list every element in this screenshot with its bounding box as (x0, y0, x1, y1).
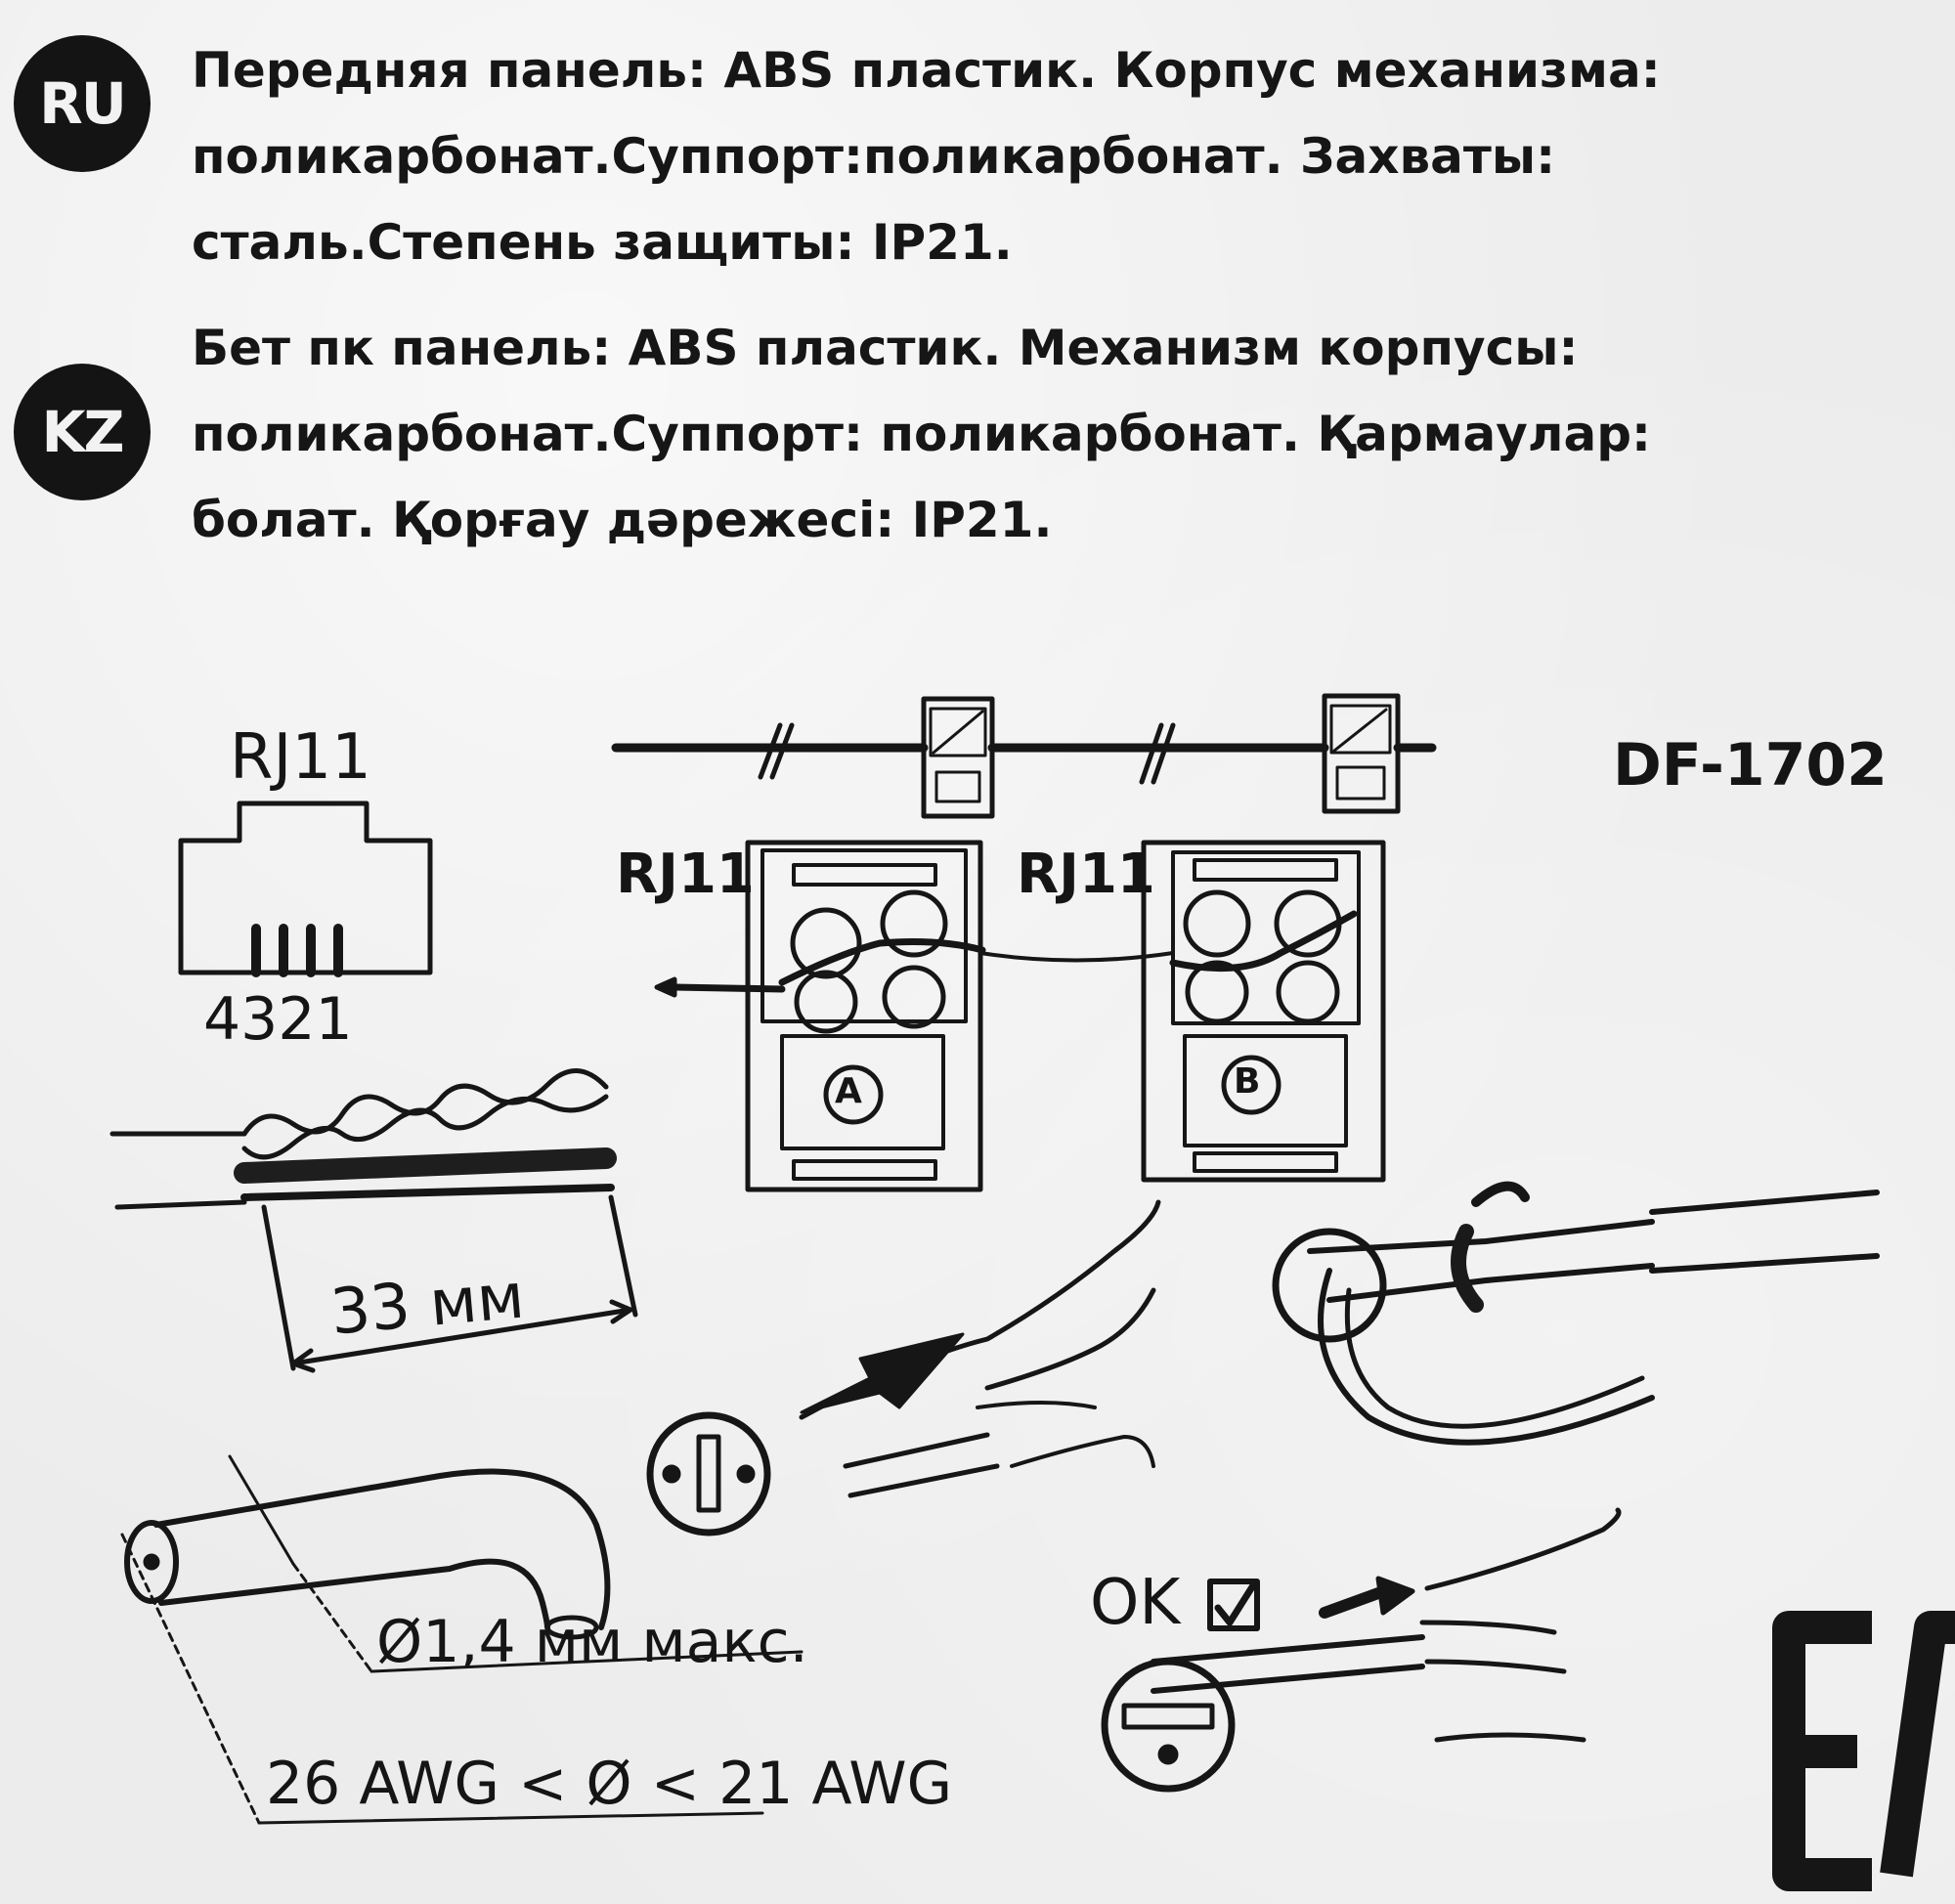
tool-twist-drawing (1272, 1181, 1880, 1446)
socket-b-letter: B (1234, 1061, 1261, 1102)
socket-a-letter: A (835, 1071, 862, 1111)
kz-spec-line: поликарбонат.Суппорт: поликарбонат. Қарм… (192, 406, 1652, 462)
checkbox-icon (1207, 1579, 1260, 1631)
stripped-cable-drawing (109, 1068, 638, 1373)
ru-spec-line: Передняя панель: ABS пластик. Корпус мех… (192, 42, 1661, 99)
wiring-line-top (611, 722, 1437, 785)
contact-slot-icon (646, 1411, 771, 1536)
hand-insert-wire-drawing (799, 1199, 1161, 1498)
ok-label: OK (1090, 1567, 1181, 1639)
hand-push-drawing (1101, 1507, 1622, 1793)
wire-diameter-drawing (120, 1454, 804, 1825)
ru-spec-line: поликарбонат.Суппорт:поликарбонат. Захва… (192, 128, 1556, 185)
rj11-label: RJ11 (230, 721, 371, 794)
kz-spec-line: Бет пк панель: ABS пластик. Механизм кор… (192, 320, 1579, 376)
wire-diameter-label: Ø1,4 мм макс. (376, 1608, 808, 1676)
rj11-connector-drawing (178, 801, 433, 977)
kz-language-badge: KZ (14, 364, 151, 500)
socket-a-rj11-label: RJ11 (616, 843, 755, 906)
small-socket-icon (921, 696, 995, 819)
pin-numbers-label: 4321 (203, 985, 353, 1054)
model-number: DF-1702 (1613, 731, 1888, 800)
ru-spec-line: сталь.Степень защиты: IP21. (192, 214, 1013, 271)
eac-certification-mark (1772, 1611, 1955, 1891)
socket-b-drawing (1141, 840, 1386, 1183)
small-socket-icon (1322, 693, 1401, 814)
kz-spec-line: болат. Қорғау дәрежесі: IP21. (192, 492, 1053, 548)
wire-gauge-label: 26 AWG < Ø < 21 AWG (266, 1750, 953, 1818)
socket-a-drawing (654, 840, 1175, 1192)
kz-spec-text: Бет пк панель: ABS пластик. Механизм кор… (192, 305, 1941, 563)
socket-b-rj11-label: RJ11 (1017, 843, 1155, 906)
ru-spec-text: Передняя панель: ABS пластик. Корпус мех… (192, 27, 1941, 285)
ru-language-badge: RU (14, 35, 151, 172)
